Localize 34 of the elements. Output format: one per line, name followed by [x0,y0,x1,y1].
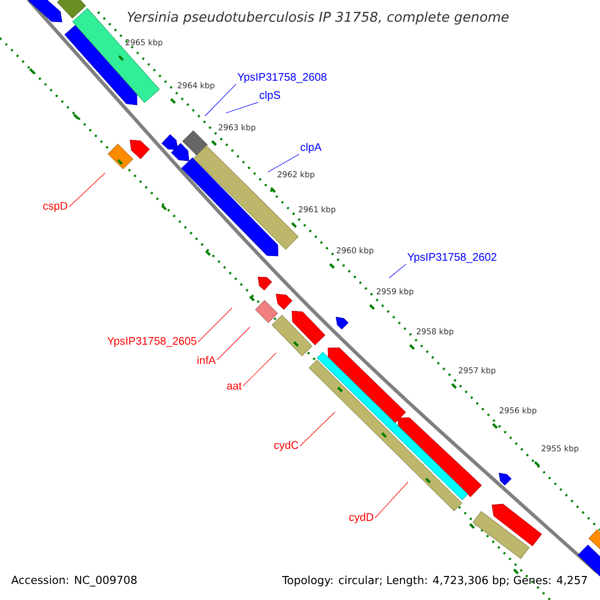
leader-line [216,326,250,360]
scale-label: 2956 kbp [500,407,536,415]
gene-label: clpS [260,90,280,102]
leader-line [374,482,408,518]
leader-line [68,172,106,208]
gene-label: infA [198,356,216,364]
scale-label: 2963 kbp [218,124,256,132]
gene-label: aat [226,382,242,390]
gene-label: clpA [300,142,322,154]
leader-line [198,308,232,342]
gene-label: cspD [43,202,68,212]
scale-label: 2957 kbp [458,367,496,375]
leader-line [204,84,236,116]
leader-line [388,264,406,278]
scale-label: 2964 kbp [178,82,214,90]
scale-label: 2958 kbp [416,328,454,336]
scale-label: 2960 kbp [336,247,374,255]
gene-label: cydD [349,512,374,524]
scale-label: 2961 kbp [298,206,336,214]
leader-line [300,412,336,446]
footer-text: Accession: NC_009708 [11,576,137,586]
scale-label: 2955 kbp [542,445,578,453]
gene-label: YpsIP31758_2608 [237,73,326,83]
gene-label: YpsIP31758_2605 [107,337,196,347]
leader-line [226,102,258,114]
gene-label: YpsIP31758_2602 [407,253,496,263]
scale-label: 2959 kbp [376,288,414,296]
scale-label: 2962 kbp [278,171,314,179]
leader-line [268,154,300,172]
gene-label: cydC [274,440,298,452]
title: Yersinia pseudotuberculosis IP 31758, complete genome [128,11,509,25]
leader-line [242,352,276,386]
scale-label: 2965 kbp [126,39,162,47]
footer-text: Topology: circular; Length: 4,723,306 bp; Genes: 4,257 [282,576,587,586]
